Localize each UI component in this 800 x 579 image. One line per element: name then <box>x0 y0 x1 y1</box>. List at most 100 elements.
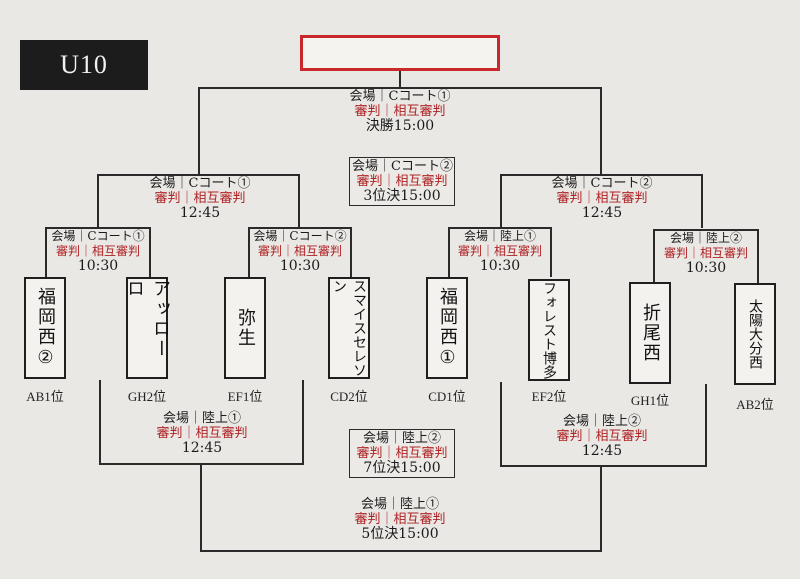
bracket-line <box>198 87 200 175</box>
team-name: アッローロ <box>124 279 171 359</box>
team-box: 福岡西① <box>426 277 468 379</box>
cons-left-info: 会場｜陸上① 審判｜相互審判 12:45 <box>140 411 264 456</box>
bracket-line <box>302 380 304 464</box>
qf3-referee: 審判｜相互審判 <box>457 244 542 258</box>
qf1-info: 会場｜Cコート① 審判｜相互審判 10:30 <box>47 229 149 274</box>
team-box: 太陽大分西 <box>734 283 776 385</box>
team-seed: CD1位 <box>428 389 466 404</box>
team-name: スマイスセレソン <box>331 279 367 377</box>
bracket-line <box>500 382 502 466</box>
semi-right-time: 12:45 <box>581 205 623 221</box>
semi-right-venue: 会場｜Cコート② <box>551 176 653 191</box>
semi-right-info: 会場｜Cコート② 審判｜相互審判 12:45 <box>540 176 664 221</box>
team-seed: EF2位 <box>531 389 567 404</box>
third-referee: 審判｜相互審判 <box>356 174 448 189</box>
cons-right-time: 12:45 <box>581 443 623 459</box>
semi-left-venue: 会場｜Cコート① <box>149 176 251 191</box>
bracket-line <box>45 227 47 277</box>
final-referee: 審判｜相互審判 <box>354 104 446 119</box>
bracket-line <box>600 465 602 551</box>
qf1-referee: 審判｜相互審判 <box>55 244 140 258</box>
team-box: 福岡西② <box>24 277 66 379</box>
team-seed: GH1位 <box>630 393 670 408</box>
bracket-line <box>200 463 202 551</box>
cons-left-time: 12:45 <box>181 440 223 456</box>
champion-box <box>300 35 500 71</box>
final-info: 会場｜Cコート① 審判｜相互審判 決勝15:00 <box>340 89 460 134</box>
seventh-place-info: 会場｜陸上② 審判｜相互審判 7位決15:00 <box>349 429 455 478</box>
cons-left-referee: 審判｜相互審判 <box>156 426 248 441</box>
team-name: フォレスト博多 <box>541 281 557 379</box>
bracket-line <box>45 227 151 229</box>
bracket-line <box>248 227 250 277</box>
qf4-referee: 審判｜相互審判 <box>663 246 748 260</box>
cons-right-referee: 審判｜相互審判 <box>556 429 648 444</box>
fifth-place-info: 会場｜陸上① 審判｜相互審判 5位決15:00 <box>340 497 460 542</box>
bracket-line <box>97 174 300 176</box>
bracket-line <box>705 384 707 466</box>
qf2-referee: 審判｜相互審判 <box>257 244 342 258</box>
seventh-referee: 審判｜相互審判 <box>356 446 448 461</box>
third-time: 3位決15:00 <box>363 188 441 204</box>
bracket-line <box>550 227 552 277</box>
fifth-time: 5位決15:00 <box>361 526 439 542</box>
qf2-info: 会場｜Cコート② 審判｜相互審判 10:30 <box>250 229 350 274</box>
bracket-line <box>97 174 99 228</box>
team-name: 福岡西② <box>35 286 56 370</box>
final-venue: 会場｜Cコート① <box>349 89 451 104</box>
qf2-time: 10:30 <box>279 258 321 274</box>
bracket-line <box>653 229 759 231</box>
fifth-venue: 会場｜陸上① <box>360 497 439 512</box>
team-seed: EF1位 <box>227 389 263 404</box>
semi-right-referee: 審判｜相互審判 <box>556 191 648 206</box>
team-name: 太陽大分西 <box>747 299 763 369</box>
team-seed: AB2位 <box>736 397 774 412</box>
qf3-time: 10:30 <box>479 258 521 274</box>
bracket-line <box>500 174 502 228</box>
seventh-venue: 会場｜陸上② <box>362 431 441 446</box>
cons-right-venue: 会場｜陸上② <box>562 414 641 429</box>
qf4-venue: 会場｜陸上② <box>669 231 742 245</box>
semi-left-referee: 審判｜相互審判 <box>154 191 246 206</box>
bracket-line <box>653 229 655 283</box>
team-seed: AB1位 <box>26 389 64 404</box>
team-name: 折尾西 <box>640 303 661 363</box>
qf3-info: 会場｜陸上① 審判｜相互審判 10:30 <box>450 229 550 274</box>
team-name: 福岡西① <box>437 286 458 370</box>
final-time: 決勝15:00 <box>365 118 435 134</box>
cons-right-info: 会場｜陸上② 審判｜相互審判 12:45 <box>540 414 664 459</box>
cons-left-venue: 会場｜陸上① <box>162 411 241 426</box>
team-seed: GH2位 <box>127 389 167 404</box>
third-venue: 会場｜Cコート② <box>352 159 453 174</box>
bracket-line <box>200 550 602 552</box>
bracket-line <box>248 227 352 229</box>
team-box: フォレスト博多 <box>528 279 570 381</box>
bracket-line <box>448 227 450 277</box>
bracket-line <box>701 174 703 228</box>
bracket-line <box>99 380 101 464</box>
team-name: 弥生 <box>235 308 256 348</box>
semi-left-info: 会場｜Cコート① 審判｜相互審判 12:45 <box>138 176 262 221</box>
bracket-line <box>399 71 401 88</box>
bracket-line <box>448 227 552 229</box>
team-box: アッローロ <box>124 277 171 379</box>
qf4-info: 会場｜陸上② 審判｜相互審判 10:30 <box>655 231 757 276</box>
third-place-info: 会場｜Cコート② 審判｜相互審判 3位決15:00 <box>349 157 455 206</box>
qf1-venue: 会場｜Cコート① <box>51 229 145 243</box>
bracket-line <box>149 227 151 277</box>
fifth-referee: 審判｜相互審判 <box>354 512 446 527</box>
team-box: 弥生 <box>224 277 266 379</box>
qf2-venue: 会場｜Cコート② <box>253 229 347 243</box>
bracket-line <box>500 174 703 176</box>
qf3-venue: 会場｜陸上① <box>463 229 536 243</box>
bracket-line <box>298 174 300 228</box>
semi-left-time: 12:45 <box>179 205 221 221</box>
qf4-time: 10:30 <box>685 260 727 276</box>
bracket-line <box>198 87 602 89</box>
bracket-line <box>757 229 759 283</box>
team-box: スマイスセレソン <box>328 277 370 379</box>
seventh-time: 7位決15:00 <box>363 460 441 476</box>
bracket-line <box>600 87 602 175</box>
qf1-time: 10:30 <box>77 258 119 274</box>
bracket-line <box>350 227 352 277</box>
